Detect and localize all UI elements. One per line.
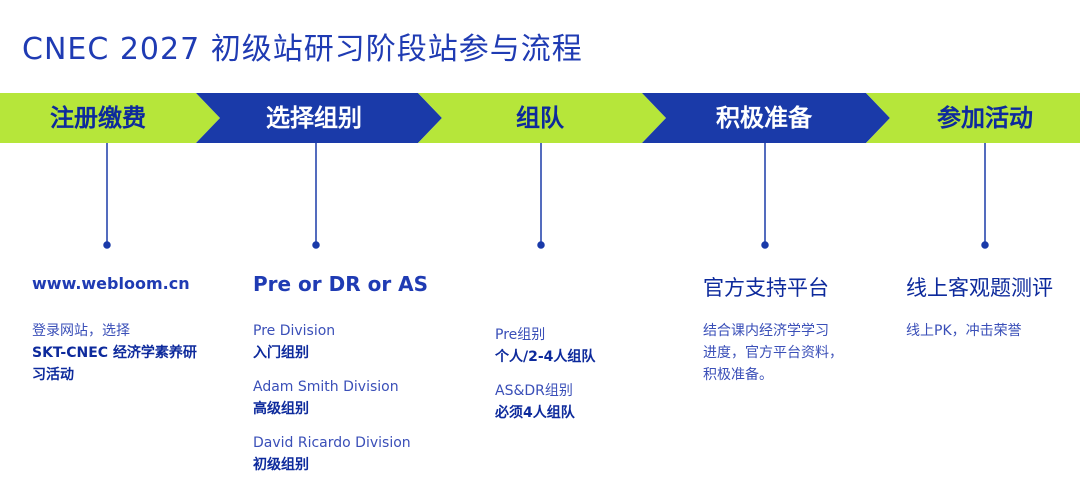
prepare-line-1: 结合课内经济学学习 bbox=[703, 323, 829, 339]
column-team: Pre组别 个人/2-4人组队 AS&DR组别 必须4人组队 bbox=[495, 324, 675, 424]
connector-dot-1 bbox=[103, 241, 111, 249]
column-prepare: 结合课内经济学学习 进度，官方平台资料， 积极准备。 bbox=[703, 320, 873, 386]
step-3-shape bbox=[418, 93, 666, 143]
step-1-shape bbox=[0, 93, 220, 143]
step-5-label: 参加活动 bbox=[937, 104, 1033, 132]
prepare-line-3: 积极准备。 bbox=[703, 367, 773, 383]
heading-divisions: Pre or DR or AS bbox=[253, 272, 429, 296]
division-level: 初级组别 bbox=[253, 457, 309, 473]
division-level: 高级组别 bbox=[253, 401, 309, 417]
page-title: CNEC 2027 初级站研习阶段站参与流程 bbox=[22, 32, 583, 67]
step-4-label: 积极准备 bbox=[716, 104, 812, 132]
connector-dot-2 bbox=[312, 241, 320, 249]
division-name: Adam Smith Division bbox=[253, 379, 399, 395]
team-group-name: Pre组别 bbox=[495, 327, 546, 343]
heading-online-test: 线上客观题测评 bbox=[906, 276, 1053, 300]
division-level: 入门组别 bbox=[253, 345, 309, 361]
activity-line-1: 线上PK，冲击荣誉 bbox=[906, 323, 1022, 339]
step-4-shape bbox=[642, 93, 890, 143]
step-2-label: 选择组别 bbox=[266, 104, 362, 132]
step-5-shape bbox=[866, 93, 1080, 143]
register-line-2: SKT-CNEC 经济学素养研 bbox=[32, 345, 197, 361]
heading-platform: 官方支持平台 bbox=[703, 276, 829, 300]
step-3-label: 组队 bbox=[516, 104, 564, 132]
connector-dot-4 bbox=[761, 241, 769, 249]
connector-dot-5 bbox=[981, 241, 989, 249]
step-1-label: 注册缴费 bbox=[50, 104, 146, 132]
register-line-1: 登录网站，选择 bbox=[32, 323, 130, 339]
division-name: Pre Division bbox=[253, 323, 336, 339]
heading-website: www.webloom.cn bbox=[32, 274, 190, 293]
step-2-shape bbox=[196, 93, 442, 143]
team-group-name: AS&DR组别 bbox=[495, 383, 573, 399]
column-divisions: Pre Division 入门组别 Adam Smith Division 高级… bbox=[253, 320, 453, 476]
column-register: 登录网站，选择 SKT-CNEC 经济学素养研 习活动 bbox=[32, 320, 232, 386]
column-activity: 线上PK，冲击荣誉 bbox=[906, 320, 1076, 342]
team-group-rule: 个人/2-4人组队 bbox=[495, 349, 596, 365]
division-name: David Ricardo Division bbox=[253, 435, 411, 451]
prepare-line-2: 进度，官方平台资料， bbox=[703, 345, 843, 361]
connector-dot-3 bbox=[537, 241, 545, 249]
register-line-3: 习活动 bbox=[32, 367, 74, 383]
team-group-rule: 必须4人组队 bbox=[495, 405, 575, 421]
